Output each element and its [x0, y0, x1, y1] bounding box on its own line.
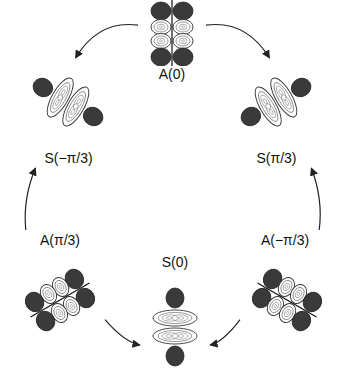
state-label: A(−π/3): [259, 232, 311, 248]
state-label: A(π/3): [38, 232, 82, 248]
orbital-node: S(π/3): [233, 58, 320, 168]
orbital-node: A(π/3): [15, 230, 105, 345]
transition-arrow: [210, 320, 240, 345]
label-holder: S(0): [140, 254, 210, 270]
state-label: S(0): [160, 254, 190, 270]
orbital-node: A(0): [138, 0, 206, 84]
transition-arrow: [75, 24, 138, 58]
label-holder: A(0): [138, 66, 206, 82]
state-label: A(0): [157, 66, 187, 82]
transition-arrow: [206, 24, 270, 58]
orbital-s-minus: [23, 63, 113, 140]
orbital-a-plus: [20, 265, 100, 335]
orbital-a0: [151, 0, 193, 68]
state-label: S(π/3): [255, 150, 299, 166]
label-holder: A(−π/3): [240, 232, 330, 248]
orbital-s-plus: [231, 63, 321, 140]
transition-arrow: [311, 168, 320, 230]
orbital-node: A(−π/3): [240, 230, 330, 345]
orbital-node: S(−π/3): [25, 58, 112, 168]
transition-arrow: [25, 168, 35, 230]
orbital-node: S(0): [140, 252, 210, 376]
label-holder: A(π/3): [15, 232, 105, 248]
orbital-s0: [153, 288, 197, 366]
label-holder: S(π/3): [233, 150, 320, 166]
label-holder: S(−π/3): [25, 150, 112, 166]
transition-arrow: [105, 320, 140, 345]
state-label: S(−π/3): [42, 150, 94, 166]
orbital-a-minus: [247, 265, 327, 335]
